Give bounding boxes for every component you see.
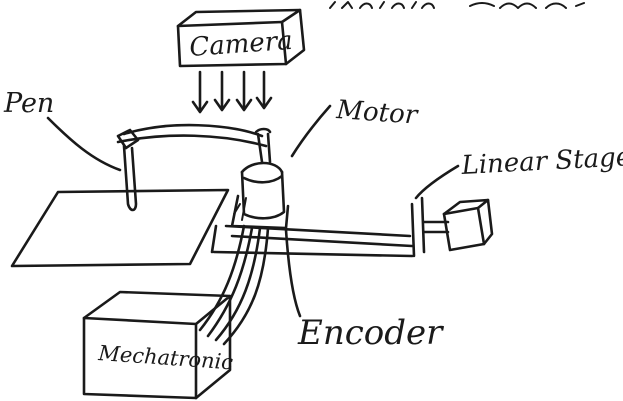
stage-motor-cube [444, 200, 492, 250]
linear-stage-label: Linear Stage. [460, 142, 623, 181]
motor-label: Motor [335, 95, 420, 131]
encoder-label: Encoder [297, 313, 444, 353]
paper-sheet [12, 190, 228, 266]
cables [200, 226, 268, 344]
encoder [232, 196, 288, 228]
leader-lines [48, 106, 458, 316]
camera-view-arrows [193, 72, 271, 112]
mechatronic-label: Mechatronic [97, 341, 234, 374]
top-scribble [330, 2, 584, 8]
camera-label: Camera [188, 26, 293, 63]
pen-label: Pen [3, 88, 54, 119]
